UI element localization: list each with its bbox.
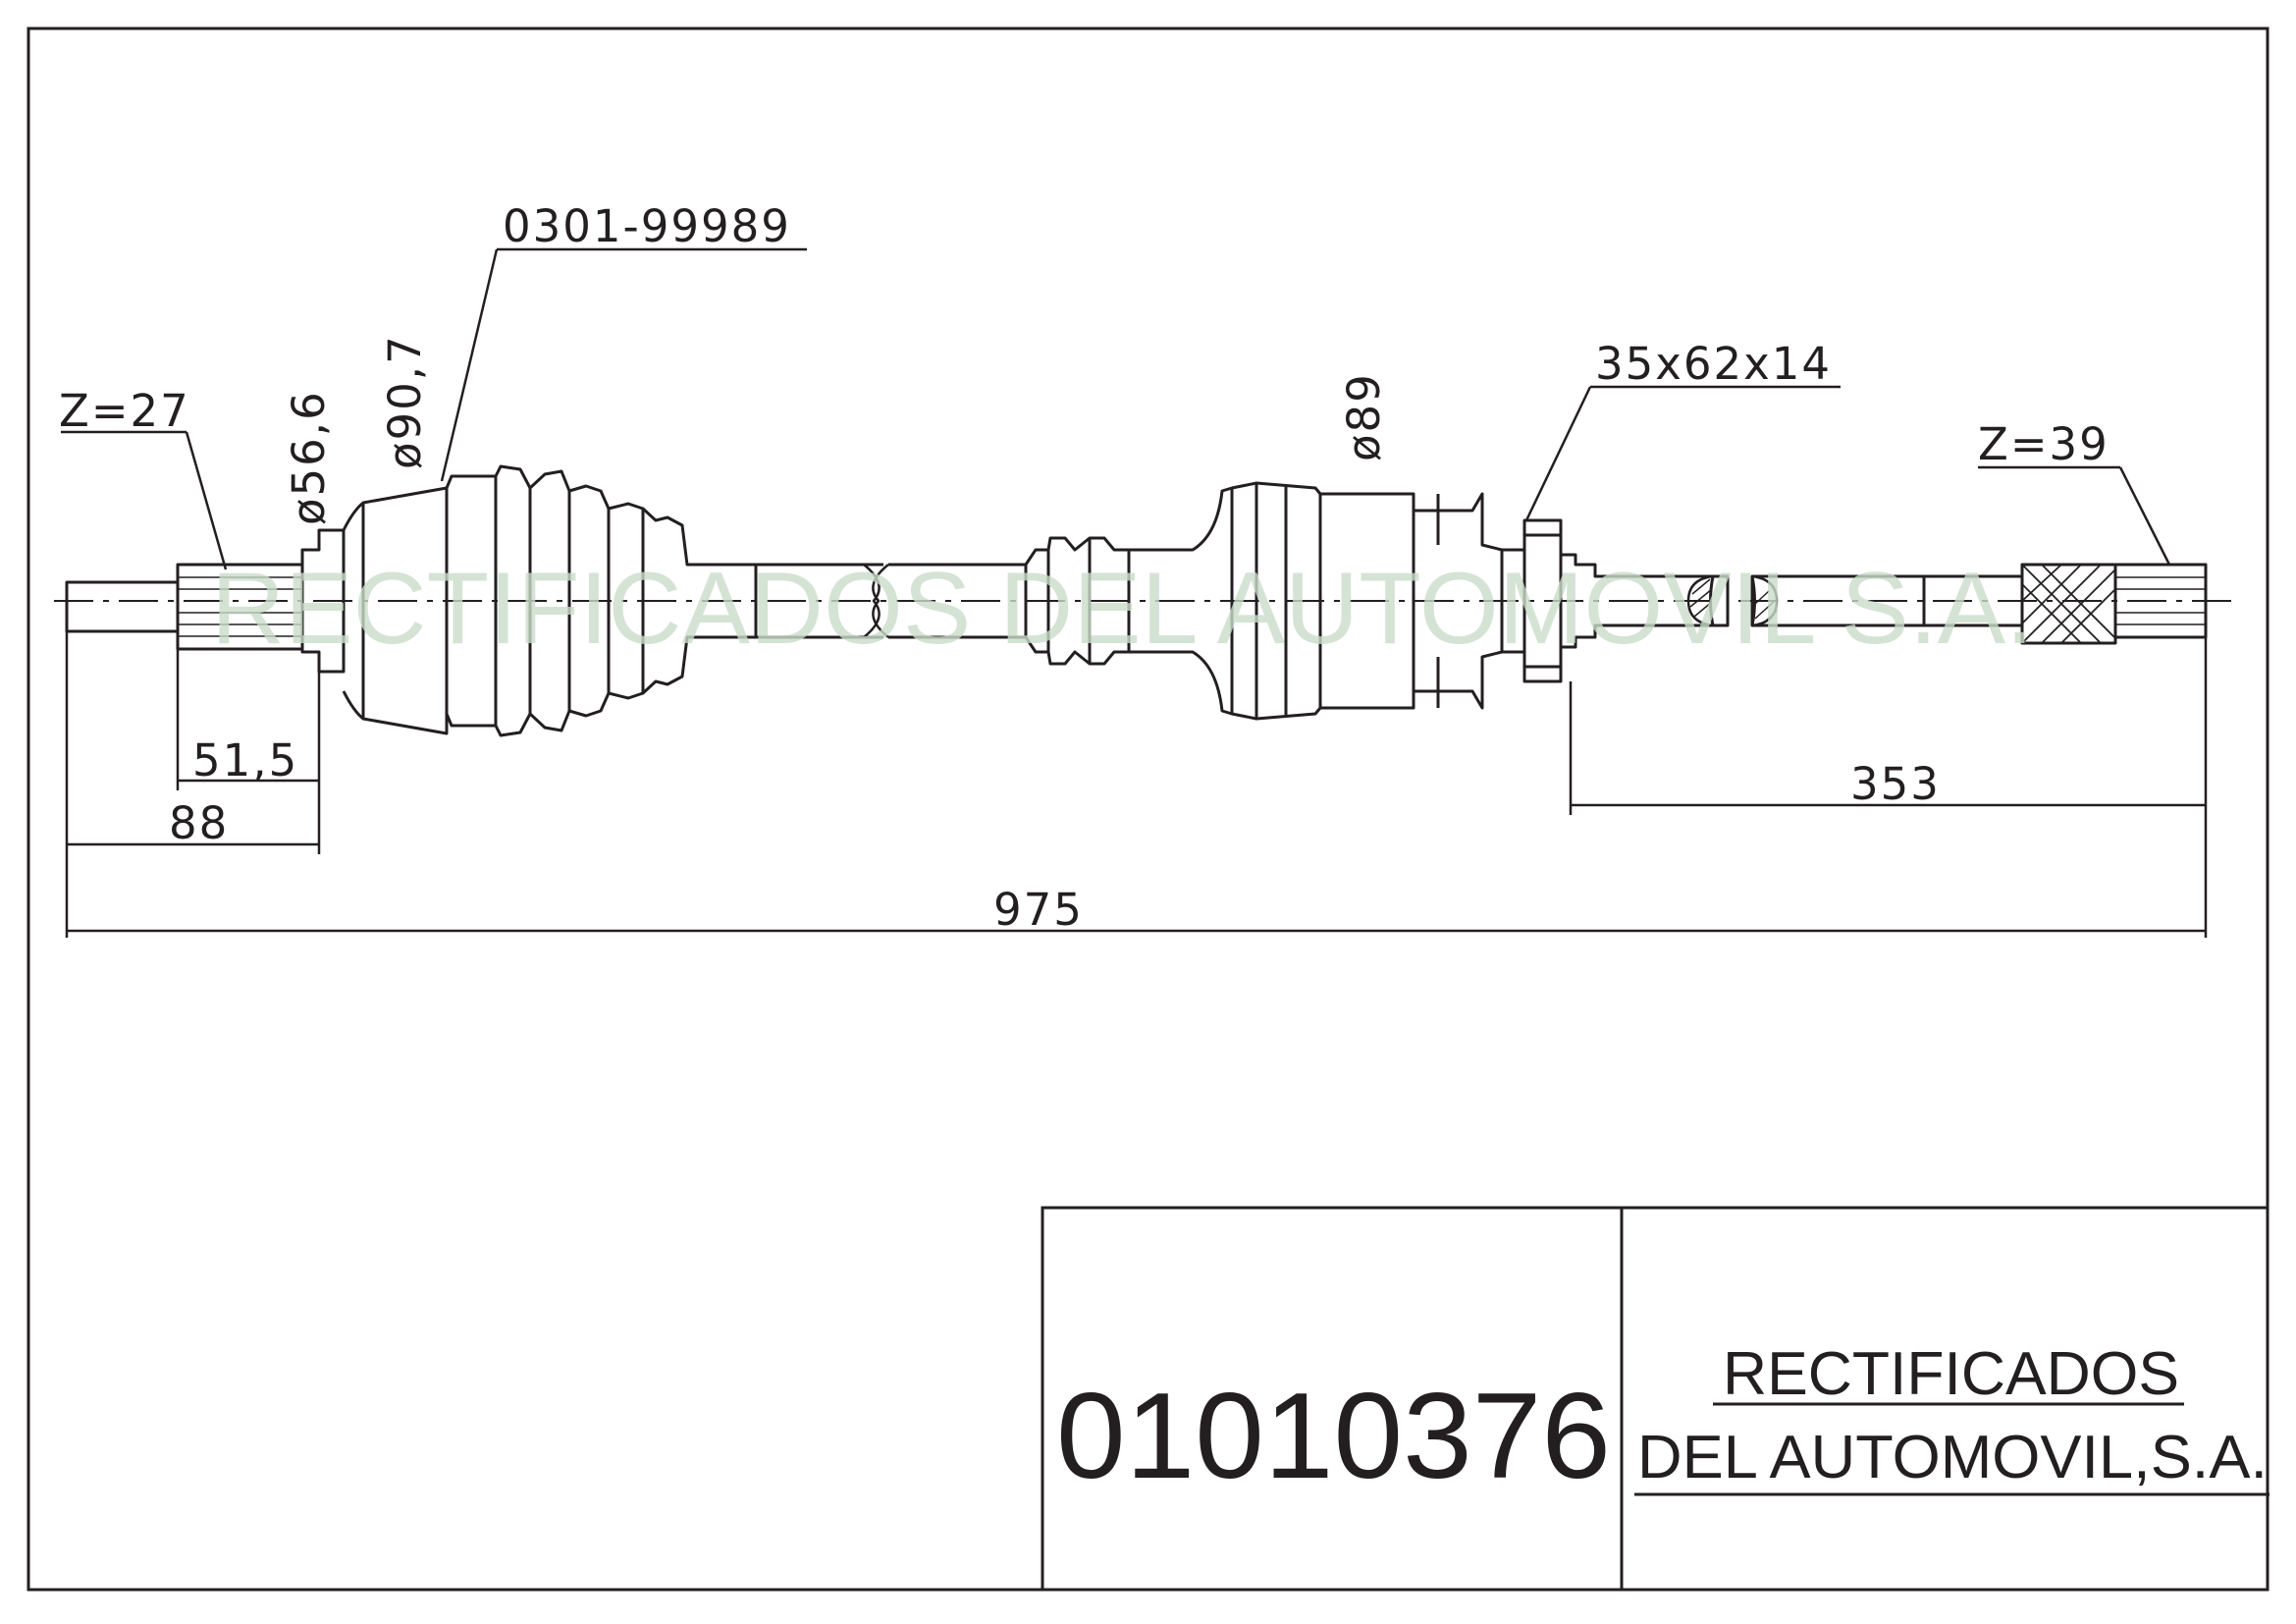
watermark: RECTIFICADOS DEL AUTOMOVIL S.A. — [211, 552, 2034, 666]
boot-bellows — [445, 464, 758, 737]
left-collar — [300, 528, 346, 674]
hatch-left — [1689, 578, 1713, 618]
label-z-right: Z=39 — [1978, 418, 2109, 470]
right-spline — [2113, 563, 2208, 639]
part-number: 01010376 — [1056, 1369, 1611, 1504]
dimension-labels: Z=27 0301-99989 35x62x14 Z=39 ø56,6 ø90,… — [59, 200, 2109, 936]
dim-975: 975 — [993, 884, 1084, 936]
outer-joint-housing — [342, 486, 449, 735]
company-line-1: RECTIFICADOS — [1723, 1340, 2179, 1408]
dim-353: 353 — [1850, 758, 1941, 810]
bearing — [1522, 518, 1563, 683]
label-bearing: 35x62x14 — [1595, 338, 1832, 390]
title-block: 01010376 RECTIFICADOS DEL AUTOMOVIL,S.A. — [1041, 1206, 2269, 1592]
dim-51: 51,5 — [192, 734, 298, 786]
hatch-right — [2021, 564, 2116, 644]
label-boot-ref: 0301-99989 — [503, 200, 791, 252]
right-spline-teeth — [2115, 576, 2206, 625]
left-stub — [65, 580, 180, 633]
title-block-frame — [1041, 1206, 2269, 1592]
inner-boot — [1024, 486, 1234, 716]
label-dia-89: ø89 — [1338, 372, 1390, 461]
hatch-mid — [1754, 590, 1778, 625]
label-z-left: Z=27 — [59, 385, 190, 437]
label-dia-90: ø90,7 — [379, 334, 431, 469]
annotations — [61, 247, 2208, 938]
label-dia-56: ø56,6 — [283, 390, 335, 525]
drive-shaft — [54, 464, 2233, 737]
inner-joint-housing — [1231, 481, 1504, 721]
company-line-2: DEL AUTOMOVIL,S.A. — [1637, 1424, 2268, 1491]
left-spline-teeth — [178, 576, 302, 637]
dim-88: 88 — [169, 797, 229, 849]
shaft-left — [756, 563, 883, 639]
